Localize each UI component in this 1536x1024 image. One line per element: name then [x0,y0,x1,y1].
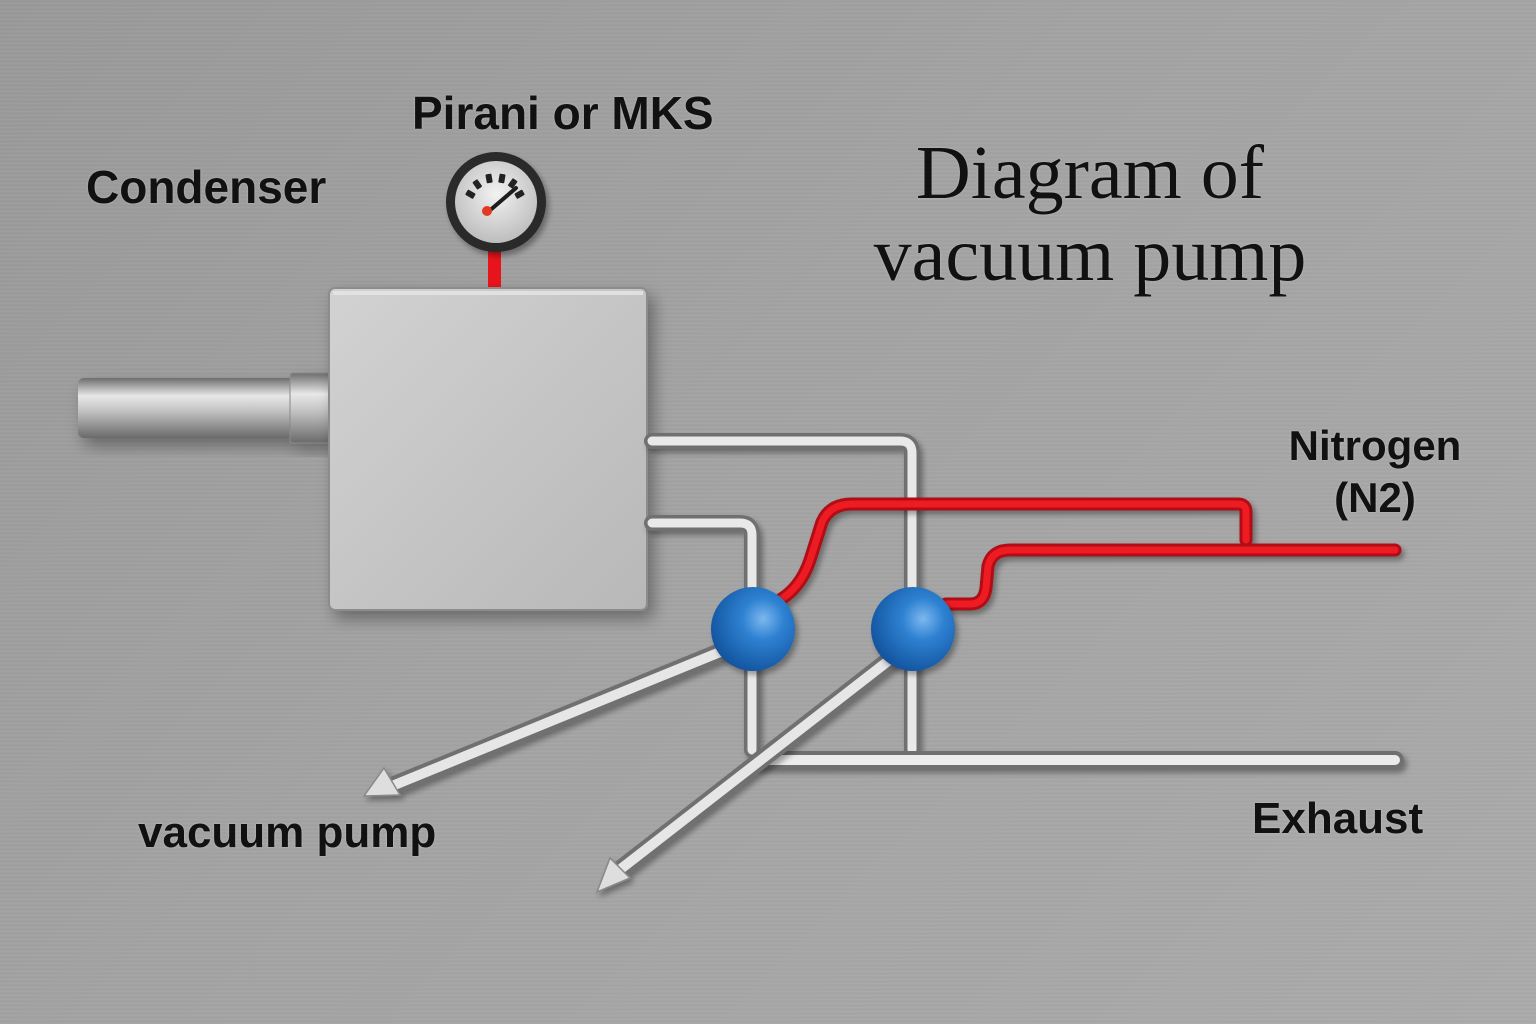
gauge-stem [488,248,501,290]
condenser-box [328,287,648,611]
nitrogen-line-lower [939,543,1402,611]
arrowhead-icon [362,766,402,797]
exhaust-label: Exhaust [1252,794,1424,843]
pressure-gauge-icon [446,152,546,252]
condenser-label: Condenser [86,161,327,213]
nitrogen-label: Nitrogen (N2) [1270,420,1480,524]
vacuum-pump-label: vacuum pump [138,808,437,857]
diagram-title: Diagram of vacuum pump [840,132,1340,296]
arrowhead-icon [595,856,632,894]
valve-1 [711,587,795,671]
condenser-inlet-pipe [78,372,331,444]
valve-2 [871,587,955,671]
gauge-label: Pirani or MKS [412,87,714,139]
vacuum-pump-pipe-2 [595,649,901,894]
nitrogen-label-line-1: Nitrogen [1288,422,1462,469]
title-line-1: Diagram of [915,131,1265,215]
vacuum-pump-pipe-1 [362,639,739,797]
nitrogen-label-line-2: (N2) [1334,474,1416,521]
gauge-needle [486,186,518,214]
title-line-2: vacuum pump [873,213,1307,297]
